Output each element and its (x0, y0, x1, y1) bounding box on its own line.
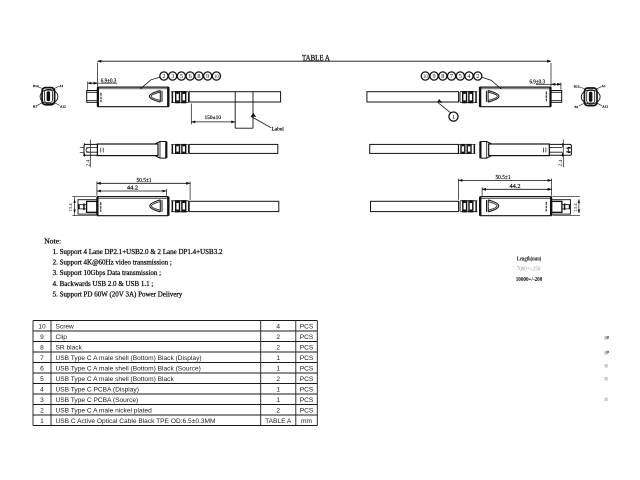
svg-text:6: 6 (189, 73, 192, 80)
svg-text:PCS: PCS (300, 323, 314, 330)
svg-text:A12: A12 (602, 105, 608, 109)
svg-text:9: 9 (433, 73, 436, 80)
svg-text:PCS: PCS (300, 355, 314, 362)
svg-text:5: 5 (180, 73, 183, 80)
svg-text:8: 8 (197, 73, 200, 80)
svg-text:Note:: Note: (44, 237, 61, 246)
svg-text:SR black: SR black (56, 344, 83, 351)
svg-text:13.4: 13.4 (68, 203, 73, 212)
svg-text:■: ■ (604, 363, 608, 370)
svg-text:2: 2 (276, 376, 280, 383)
svg-text:PCS: PCS (300, 397, 314, 404)
svg-text:■: ■ (604, 397, 608, 404)
svg-text:5: 5 (40, 376, 44, 383)
svg-text:5. Support PD 60W (20V 3A) Pow: 5. Support PD 60W (20V 3A) Power Deliver… (53, 290, 183, 298)
svg-text:2: 2 (40, 407, 44, 414)
svg-text:1. Support 4 Lane DP2.1+USB2.0: 1. Support 4 Lane DP2.1+USB2.0 & 2 Lane … (53, 248, 223, 256)
svg-text:1: 1 (276, 386, 280, 393)
svg-text:1: 1 (40, 418, 44, 425)
svg-text:A1: A1 (59, 84, 63, 88)
svg-text:150±10: 150±10 (205, 115, 222, 121)
svg-text:B1: B1 (33, 105, 37, 109)
svg-text:10: 10 (423, 75, 428, 80)
svg-text:50.5±1: 50.5±1 (137, 177, 152, 184)
svg-text:Length(mm): Length(mm) (517, 255, 542, 262)
svg-text:Label: Label (272, 127, 285, 133)
svg-text:2: 2 (162, 73, 165, 80)
svg-text:7000+/-150: 7000+/-150 (517, 265, 541, 272)
svg-text:PCS: PCS (300, 365, 314, 372)
svg-text:6.9±0.3: 6.9±0.3 (530, 80, 546, 86)
svg-text:10: 10 (38, 323, 46, 330)
svg-text:B1: B1 (575, 105, 579, 109)
svg-text:PCS: PCS (300, 334, 314, 341)
svg-text:2.4: 2.4 (86, 159, 92, 166)
svg-text:PCS: PCS (300, 344, 314, 351)
svg-text:8: 8 (441, 73, 444, 80)
svg-text:8: 8 (40, 344, 44, 351)
svg-text:USB Type C A male nickel plate: USB Type C A male nickel plated (56, 407, 153, 414)
svg-text:USB Type C PCBA (Source): USB Type C PCBA (Source) (56, 397, 139, 404)
svg-text:USB Type C A male shell (Botto: USB Type C A male shell (Bottom) Black (56, 376, 175, 383)
svg-text:50.5±1: 50.5±1 (496, 174, 511, 181)
svg-text:1: 1 (276, 365, 280, 372)
svg-text:4: 4 (40, 386, 44, 393)
svg-text:1: 1 (452, 114, 455, 121)
svg-text:TABLE A: TABLE A (265, 418, 292, 425)
svg-text:A12: A12 (60, 104, 66, 108)
svg-text:USB Type C A male shell (Botto: USB Type C A male shell (Bottom) Black (… (56, 355, 202, 362)
svg-text:10: 10 (214, 75, 219, 80)
svg-text:3. Support 10Gbps Data transmi: 3. Support 10Gbps Data transmission ; (53, 269, 162, 277)
svg-text:2: 2 (276, 407, 280, 414)
svg-text:Clip: Clip (56, 334, 68, 341)
svg-text:USB Type C A male shell (Botto: USB Type C A male shell (Bottom) Black (… (56, 365, 201, 372)
svg-text:1: 1 (276, 355, 280, 362)
svg-text:2: 2 (476, 73, 479, 80)
svg-text:PCS: PCS (300, 407, 314, 414)
svg-text:mm: mm (301, 418, 312, 425)
svg-text:6.9±0.3: 6.9±0.3 (101, 79, 117, 85)
svg-text:Screw: Screw (56, 323, 75, 330)
svg-text:■: ■ (604, 335, 608, 342)
svg-text:B12: B12 (33, 84, 39, 88)
svg-text:4: 4 (276, 323, 280, 330)
svg-text:2: 2 (276, 334, 280, 341)
svg-text:■: ■ (604, 376, 608, 383)
svg-text:13.4: 13.4 (573, 203, 578, 212)
svg-text:2.4: 2.4 (558, 159, 564, 166)
svg-text:6: 6 (40, 365, 44, 372)
svg-text:5: 5 (459, 73, 462, 80)
svg-text:PCS: PCS (300, 376, 314, 383)
svg-text:■: ■ (604, 350, 608, 357)
svg-text:9: 9 (40, 334, 44, 341)
svg-text:TABLE A: TABLE A (302, 54, 330, 63)
svg-text:1: 1 (276, 397, 280, 404)
svg-text:3: 3 (171, 73, 174, 80)
svg-text:2: 2 (276, 344, 280, 351)
svg-text:7: 7 (450, 73, 453, 80)
svg-text:PCS: PCS (300, 386, 314, 393)
svg-text:A1: A1 (602, 84, 606, 88)
svg-text:7: 7 (40, 355, 44, 362)
svg-text:4: 4 (468, 73, 471, 80)
svg-text:2. Support 4K@60Hz video trans: 2. Support 4K@60Hz video transmission ; (53, 259, 172, 267)
svg-text:USB Type C PCBA (Display): USB Type C PCBA (Display) (56, 386, 139, 393)
svg-text:3: 3 (40, 397, 44, 404)
svg-text:B12: B12 (574, 84, 580, 88)
svg-text:10000+/-200: 10000+/-200 (516, 276, 543, 283)
svg-text:USB C Active Optical Cable Bla: USB C Active Optical Cable Black TPE OD:… (56, 418, 216, 425)
svg-text:4. Backwards USB 2.0 & USB 1.1: 4. Backwards USB 2.0 & USB 1.1 ; (53, 280, 154, 288)
svg-text:9: 9 (206, 73, 209, 80)
svg-text:44.2: 44.2 (510, 183, 521, 190)
svg-text:44.2: 44.2 (127, 185, 138, 192)
